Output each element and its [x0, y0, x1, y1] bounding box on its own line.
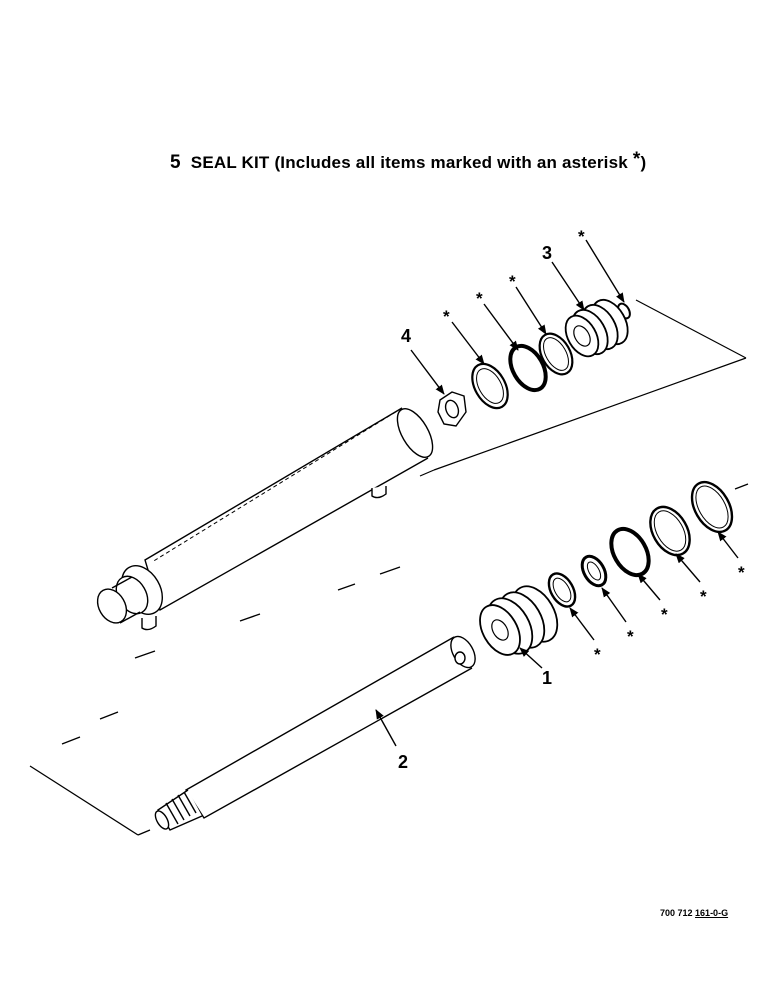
- asterisk-upper-3: *: [509, 272, 516, 291]
- upper-frame-lines: [419, 299, 747, 477]
- leader-arrows: [375, 239, 739, 747]
- asterisk-upper-4: *: [578, 227, 585, 246]
- asterisk-lower-3: *: [661, 605, 668, 624]
- caption-text: SEAL KIT (Includes all items marked with…: [190, 153, 628, 172]
- caption-close: ): [640, 153, 647, 172]
- asterisk-lower-1: *: [594, 645, 601, 664]
- asterisk-lower-5: *: [738, 563, 745, 582]
- upper-piston-part: [564, 299, 629, 358]
- cylinder-barrel: [96, 407, 434, 631]
- asterisk-upper-1: *: [443, 307, 450, 326]
- callout-item-1: 1: [542, 668, 552, 688]
- asterisk-upper-2: *: [476, 289, 483, 308]
- asterisk-lower-4: *: [700, 587, 707, 606]
- lower-piston-part: [479, 585, 559, 656]
- drawing-number-suffix: 161-0-G: [695, 908, 729, 918]
- asterisk-lower-2: *: [627, 627, 634, 646]
- drawing-number-prefix: 700 712: [660, 908, 696, 918]
- callout-labels: 4 3 1 2 * * * * * * * * *: [398, 227, 745, 772]
- caption-item-number: 5: [170, 152, 181, 173]
- callout-item-4: 4: [401, 326, 411, 346]
- seal-kit-caption: 5 SEAL KIT (Includes all items marked wit…: [170, 149, 647, 174]
- lower-seal-rings: [547, 480, 734, 608]
- callout-item-3: 3: [542, 243, 552, 263]
- lower-axis-dashes: [29, 483, 749, 836]
- callout-item-2: 2: [398, 752, 408, 772]
- caption-asterisk: *: [632, 149, 641, 170]
- nut-part: [437, 391, 467, 427]
- piston-rod-part: [154, 635, 476, 831]
- drawing-number: 700 712 161-0-G: [660, 908, 728, 918]
